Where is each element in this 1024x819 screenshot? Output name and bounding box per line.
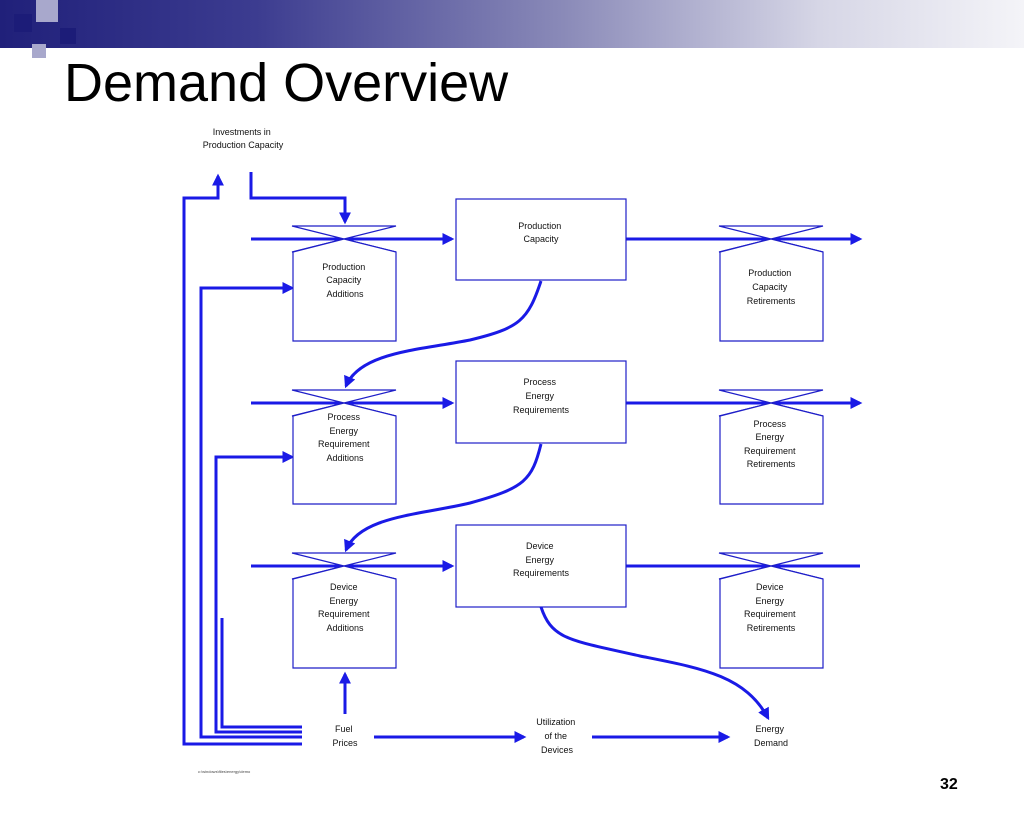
device-energy-stock bbox=[455, 524, 627, 608]
process-to-device-link bbox=[344, 443, 543, 553]
process-retirements-label: Process Energy Requirement Retirements bbox=[744, 419, 798, 469]
device-retirements-label: Device Energy Requirement Retirements bbox=[744, 582, 798, 633]
investments-label: Investments in Production Capacity bbox=[203, 127, 284, 150]
process-energy-stock bbox=[455, 360, 627, 444]
production-capacity-label: Production Capacity bbox=[518, 221, 564, 244]
fuel-prices-label: Fuel Prices bbox=[332, 724, 358, 748]
device-to-demand-link bbox=[539, 606, 770, 721]
device-retirements-box bbox=[719, 565, 824, 669]
production-retirements-label: Production Capacity Retirements bbox=[747, 268, 796, 306]
energy-demand-label: Energy Demand bbox=[754, 724, 788, 748]
fuel-feedback-line-2 bbox=[214, 451, 302, 734]
footnote-path: c:\windows\files\energy\demo bbox=[198, 769, 251, 774]
device-energy-label: Device Energy Requirements bbox=[513, 541, 570, 578]
top-gradient-bar bbox=[0, 0, 1024, 48]
production-retirements-box bbox=[719, 238, 824, 342]
logo-square-light-1 bbox=[36, 0, 58, 22]
production-capacity-stock bbox=[455, 198, 627, 281]
logo-square-navy-1 bbox=[14, 14, 32, 32]
process-additions-label: Process Energy Requirement Additions bbox=[318, 412, 372, 463]
production-additions-label: Production Capacity Additions bbox=[322, 262, 368, 299]
logo-square-navy-2 bbox=[60, 28, 76, 44]
production-to-process-link bbox=[344, 280, 543, 389]
investment-inflow-line bbox=[249, 172, 351, 225]
slide-title: Demand Overview bbox=[64, 53, 509, 113]
process-retirements-box bbox=[719, 402, 824, 505]
page-number: 32 bbox=[940, 776, 958, 793]
device-additions-box bbox=[292, 565, 397, 669]
fuel-feedback-line-1 bbox=[199, 282, 302, 739]
utilization-label: Utilization of the Devices bbox=[536, 717, 578, 755]
process-energy-label: Process Energy Requirements bbox=[513, 377, 570, 415]
fuel-feedback-line-3 bbox=[220, 618, 302, 729]
investment-loop-line bbox=[182, 173, 302, 746]
device-additions-label: Device Energy Requirement Additions bbox=[318, 582, 372, 633]
process-additions-box bbox=[292, 402, 397, 505]
logo-square-light-2 bbox=[32, 44, 46, 58]
production-additions-box bbox=[292, 238, 397, 342]
